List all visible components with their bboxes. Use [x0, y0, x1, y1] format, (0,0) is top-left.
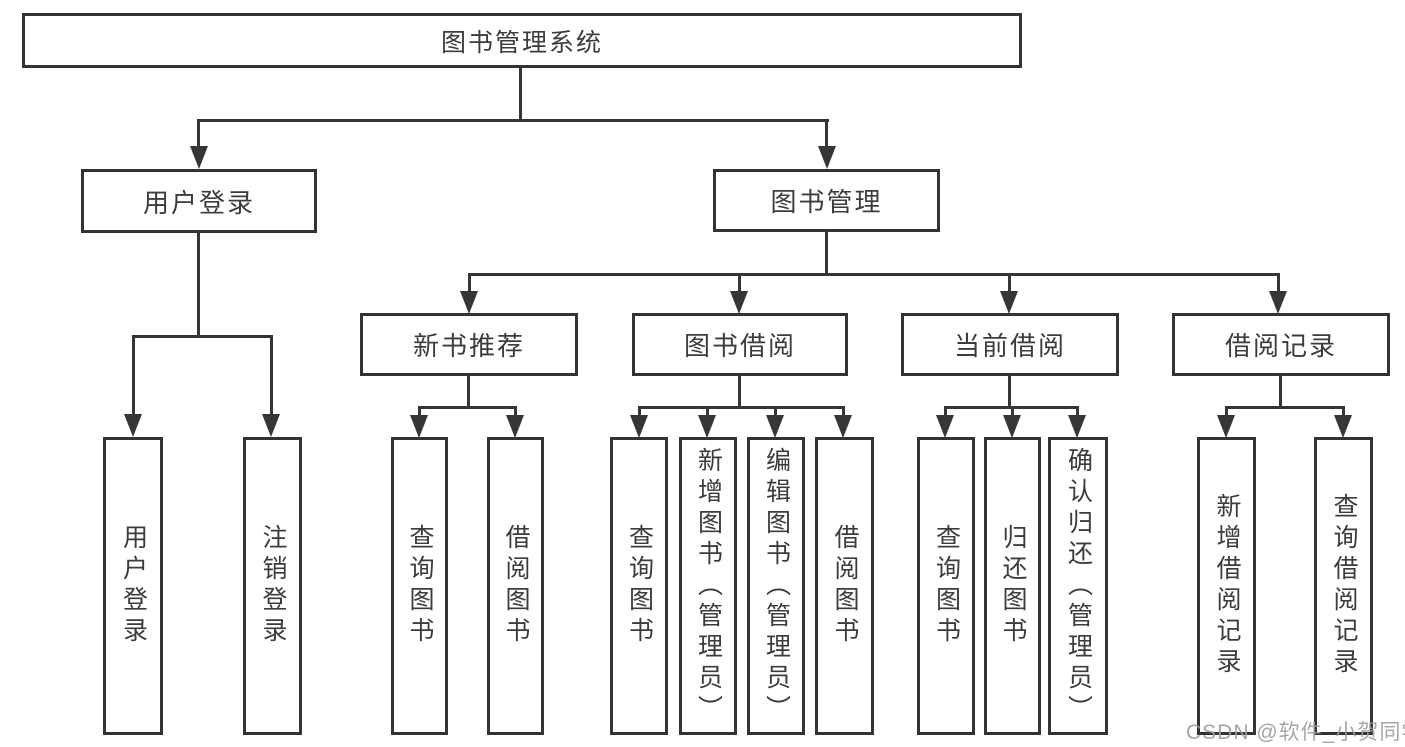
leaf-borrow-books: 借阅图书 [815, 437, 874, 735]
connector-line [519, 68, 522, 122]
connector-line [1342, 406, 1345, 417]
connector-line [197, 119, 829, 122]
leaf-return-books: 归还图书 [984, 437, 1041, 735]
connector-line [638, 406, 641, 417]
connector-line [1225, 406, 1228, 417]
arrowhead-down [1269, 291, 1287, 314]
arrowhead-down [730, 291, 748, 314]
node-borrowing-records: 借阅记录 [1172, 313, 1390, 376]
leaf-confirm-return-admin: 确认归还（管理员） [1048, 437, 1108, 735]
arrowhead-down [1068, 415, 1086, 438]
connector-line [638, 406, 844, 409]
watermark: CSDN @软件_小贺同学 [1186, 721, 1405, 744]
node-book-management: 图书管理 [713, 169, 940, 232]
node-user-login: 用户登录 [81, 169, 317, 233]
leaf-query-borrow-record: 查询借阅记录 [1314, 437, 1373, 735]
connector-line [467, 374, 470, 408]
arrowhead-down [936, 415, 954, 438]
leaf-query-books-borrow: 查询图书 [610, 437, 668, 735]
connector-line [418, 406, 517, 409]
arrowhead-down [766, 415, 784, 438]
node-new-book-recommendation: 新书推荐 [360, 313, 578, 376]
node-current-borrowing: 当前借阅 [901, 313, 1119, 376]
connector-line [1008, 273, 1011, 293]
leaf-query-books-recommend: 查询图书 [391, 437, 448, 735]
connector-line [132, 335, 273, 338]
arrowhead-down [1334, 415, 1352, 438]
leaf-logout: 注销登录 [243, 437, 302, 735]
connector-line [270, 335, 273, 417]
arrowhead-down [190, 146, 208, 169]
arrowhead-down [410, 415, 428, 438]
leaf-edit-books-admin: 编辑图书（管理员） [747, 437, 805, 735]
connector-line [1277, 273, 1280, 293]
leaf-query-books-current: 查询图书 [917, 437, 975, 735]
arrowhead-down [262, 414, 280, 437]
connector-line [468, 273, 1280, 276]
arrowhead-down [818, 146, 836, 169]
node-root: 图书管理系统 [22, 13, 1022, 68]
leaf-borrow-books-recommend: 借阅图书 [487, 437, 544, 735]
connector-line [418, 406, 421, 417]
connector-line [1279, 374, 1282, 408]
connector-line [774, 406, 777, 417]
connector-line [1008, 374, 1011, 408]
connector-line [706, 406, 709, 417]
connector-line [197, 232, 200, 337]
arrowhead-down [834, 415, 852, 438]
connector-line [825, 119, 828, 148]
arrowhead-down [630, 415, 648, 438]
arrowhead-down [1217, 415, 1235, 438]
connector-line [132, 335, 135, 417]
leaf-add-borrow-record: 新增借阅记录 [1197, 437, 1256, 735]
connector-line [1011, 406, 1014, 417]
connector-line [738, 374, 741, 408]
arrowhead-down [506, 415, 524, 438]
connector-line [738, 273, 741, 293]
connector-line [514, 406, 517, 417]
connector-line [468, 273, 471, 293]
arrowhead-down [698, 415, 716, 438]
node-book-borrowing: 图书借阅 [632, 313, 848, 376]
connector-line [842, 406, 845, 417]
arrowhead-down [1003, 415, 1021, 438]
connector-line [1076, 406, 1079, 417]
arrowhead-down [124, 414, 142, 437]
leaf-user-login: 用户登录 [103, 437, 163, 735]
leaf-add-books-admin: 新增图书（管理员） [679, 437, 737, 735]
connector-line [1225, 406, 1344, 409]
arrowhead-down [1000, 291, 1018, 314]
connector-line [197, 119, 200, 148]
connector-line [944, 406, 947, 417]
connector-line [825, 231, 828, 275]
arrowhead-down [460, 291, 478, 314]
